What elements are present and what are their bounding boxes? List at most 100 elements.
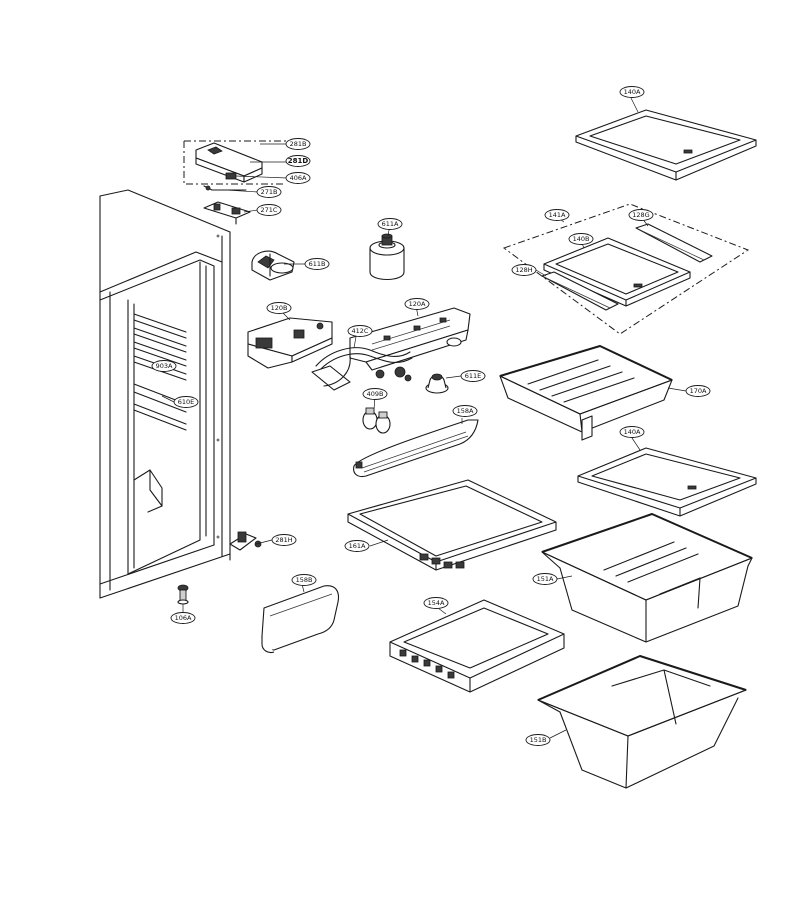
callout-bubble	[285, 138, 311, 150]
callout-label: 158B	[296, 576, 313, 584]
callout-p140a-mid: 140A	[619, 426, 645, 438]
callout-label: 281B	[290, 140, 307, 148]
callout-p141a: 141A	[544, 209, 570, 221]
callout-bubble	[628, 209, 654, 221]
callout-p120b: 120B	[266, 302, 292, 314]
callout-label: 903A	[156, 362, 173, 370]
cover-120a	[349, 307, 471, 371]
callout-p903a: 903A	[151, 360, 177, 372]
callout-bubble	[170, 612, 196, 624]
callout-bubble	[544, 209, 570, 221]
bracket-281h	[229, 531, 262, 551]
callout-label: 611B	[309, 260, 326, 268]
callout-bubble	[525, 734, 551, 746]
callout-p406a: 406A	[285, 172, 311, 184]
callout-label: 271B	[261, 188, 278, 196]
glass-shelf-161a	[347, 479, 557, 571]
bulbs-409b	[362, 407, 391, 434]
callout-label: 281H	[275, 536, 292, 544]
callout-bubble	[568, 233, 594, 245]
callout-p281b: 281B	[285, 138, 311, 150]
glass-shelf-140a-top	[575, 109, 757, 181]
callout-p128h: 128H	[511, 264, 537, 276]
crisper-drawer-151b	[537, 655, 747, 789]
plate-271c	[203, 201, 251, 225]
callout-p611b: 611B	[304, 258, 330, 270]
cover-158b	[261, 585, 340, 654]
shelf-rail-128h	[541, 271, 619, 311]
callout-bubble	[285, 155, 311, 167]
hinge-611b	[251, 250, 295, 281]
callout-p281h: 281H	[271, 534, 297, 546]
callout-bubble	[271, 534, 297, 546]
callout-label: 120A	[409, 300, 426, 308]
drawer-170a	[499, 345, 673, 441]
callout-bubble	[256, 186, 282, 198]
callout-p611e: 611E	[460, 370, 486, 382]
filter-611a	[369, 233, 405, 281]
clip-406a	[225, 172, 237, 180]
callout-label: 161A	[349, 542, 366, 550]
callout-p158a: 158A	[452, 405, 478, 417]
callout-label: 611A	[382, 220, 399, 228]
callout-bubble	[619, 426, 645, 438]
callout-label: 610E	[178, 398, 195, 406]
callout-p409b: 409B	[362, 388, 388, 400]
callout-label: 151A	[537, 575, 554, 583]
callout-label: 120B	[271, 304, 288, 312]
callout-bubble	[532, 573, 558, 585]
callout-p271c: 271C	[256, 204, 282, 216]
callout-bubble	[685, 385, 711, 397]
callout-label: 128H	[515, 266, 532, 274]
glass-shelf-140b	[543, 237, 691, 307]
callout-bubble	[452, 405, 478, 417]
dashed-group-281	[183, 140, 286, 185]
callout-label: 151B	[530, 736, 547, 744]
shelf-rail-128g	[635, 223, 713, 263]
callout-bubble	[256, 204, 282, 216]
callout-bubble	[173, 396, 199, 408]
callout-label: 170A	[690, 387, 707, 395]
callout-p128g: 128G	[628, 209, 654, 221]
glass-shelf-140a-middle	[577, 447, 757, 517]
callout-p611a: 611A	[377, 218, 403, 230]
callout-label: 140A	[624, 88, 641, 96]
callout-bubble	[285, 172, 311, 184]
callout-label: 106A	[175, 614, 192, 622]
callout-bubble	[460, 370, 486, 382]
callout-label: 141A	[549, 211, 566, 219]
refrigerator-cabinet	[99, 189, 231, 599]
callout-bubble	[377, 218, 403, 230]
callout-p140b: 140B	[568, 233, 594, 245]
callout-label: 409B	[367, 390, 384, 398]
callout-p106a: 106A	[170, 612, 196, 624]
leader-lines	[155, 97, 687, 739]
callout-label: 140A	[624, 428, 641, 436]
part-callouts: 140A 281B 281D 406A 271B 271C 611A 611B 141A 128G…	[151, 86, 711, 746]
callout-bubble	[291, 574, 317, 586]
dashed-group-141a	[502, 203, 750, 335]
callout-bubble	[151, 360, 177, 372]
callout-label: 406A	[290, 174, 307, 182]
callout-p412c: 412C	[347, 325, 373, 337]
callout-p151b: 151B	[525, 734, 551, 746]
callout-p281d: 281D	[285, 155, 311, 167]
callout-label: 140B	[573, 235, 590, 243]
callout-p158b: 158B	[291, 574, 317, 586]
crisper-drawer-151a	[541, 513, 753, 643]
callout-bubble	[362, 388, 388, 400]
screw-106a	[177, 584, 189, 605]
callout-p154a: 154A	[423, 597, 449, 609]
callout-label: 412C	[352, 327, 369, 335]
wire-271b	[203, 185, 247, 191]
callout-bubble	[347, 325, 373, 337]
callout-bubble	[404, 298, 430, 310]
callout-p161a: 161A	[344, 540, 370, 552]
callout-p120a: 120A	[404, 298, 430, 310]
callout-bubble	[304, 258, 330, 270]
callout-p610e: 610E	[173, 396, 199, 408]
knob-611e	[425, 373, 449, 394]
callout-bubble	[423, 597, 449, 609]
